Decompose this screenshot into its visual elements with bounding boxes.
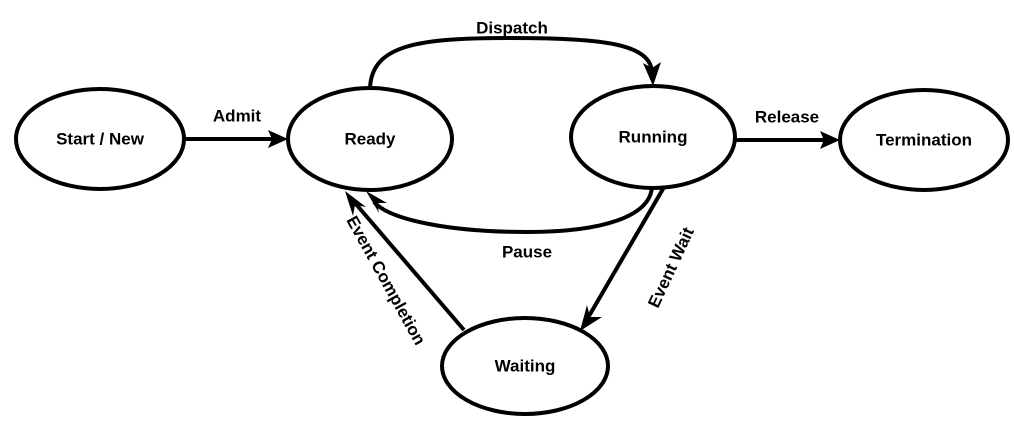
edge-release-arrowhead (820, 131, 840, 149)
node-ready-shape[interactable] (286, 86, 454, 192)
edge-dispatch-curve (368, 35, 654, 89)
edge-admit: Admit (185, 106, 288, 148)
edge-admit-arrowhead (268, 130, 288, 148)
edge-pause-label: Pause (502, 242, 552, 261)
edge-release: Release (735, 107, 840, 149)
edge-event-wait-arrowhead (580, 305, 602, 331)
edge-pause-arrowhead (366, 191, 387, 213)
node-termination[interactable]: Termination (838, 88, 1010, 192)
node-ready-label: Ready (344, 129, 396, 148)
node-termination-shape[interactable] (838, 88, 1010, 192)
node-waiting-shape[interactable] (440, 316, 610, 416)
edge-release-label: Release (755, 107, 819, 126)
node-waiting[interactable]: Waiting (440, 316, 610, 416)
edge-event-completion-label: Event Completion (343, 213, 430, 349)
edge-dispatch-arrowhead (643, 62, 661, 86)
edge-dispatch-label: Dispatch (476, 18, 548, 37)
edge-event-wait-label: Event Wait (644, 224, 698, 311)
node-start-new[interactable]: Start / New (14, 87, 186, 191)
edge-pause-curve (372, 186, 654, 235)
node-start-new-label: Start / New (56, 129, 145, 148)
edge-pause: Pause (366, 186, 654, 261)
node-waiting-label: Waiting (495, 356, 556, 375)
edge-admit-label: Admit (213, 106, 262, 125)
node-ready[interactable]: Ready (286, 86, 454, 192)
edge-event-wait-line (587, 180, 669, 318)
edge-event-wait: Event Wait (580, 180, 698, 331)
node-start-new-shape[interactable] (14, 87, 186, 191)
node-running-shape[interactable] (569, 84, 737, 190)
edge-event-completion-line (353, 201, 466, 332)
edge-event-completion-arrowhead (345, 191, 366, 216)
edge-dispatch: Dispatch (368, 18, 661, 89)
edge-event-completion: Event Completion (343, 191, 466, 349)
node-termination-label: Termination (876, 130, 972, 149)
node-running[interactable]: Running (569, 84, 737, 190)
node-running-label: Running (619, 127, 688, 146)
